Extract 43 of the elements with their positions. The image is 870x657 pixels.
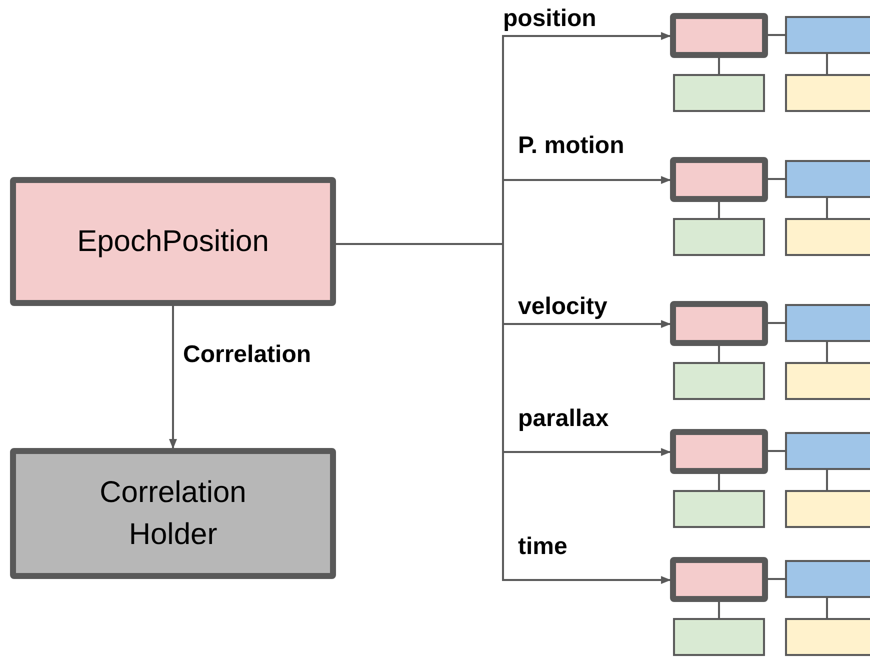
process-box: [10, 448, 336, 579]
empty-box: [670, 557, 768, 602]
connector-line: [826, 470, 828, 490]
empty-box: [670, 13, 768, 58]
connector-line: [826, 54, 828, 74]
edge-label: parallax: [518, 406, 609, 432]
process-box: [10, 177, 336, 306]
empty-box: [785, 618, 870, 656]
empty-box: [673, 74, 765, 112]
connector-line: [768, 450, 785, 452]
empty-box: [785, 560, 870, 598]
connector-line: [768, 322, 785, 324]
connector-line: [768, 178, 785, 180]
connector-line: [718, 58, 720, 74]
connector-line: [826, 198, 828, 218]
edge-label: position: [503, 6, 596, 32]
empty-box: [673, 490, 765, 528]
empty-box: [785, 304, 870, 342]
empty-box: [785, 218, 870, 256]
empty-box: [785, 490, 870, 528]
empty-box: [673, 618, 765, 656]
empty-box: [785, 160, 870, 198]
connector-line: [768, 578, 785, 580]
empty-box: [785, 74, 870, 112]
empty-box: [670, 157, 768, 202]
empty-box: [673, 218, 765, 256]
node-label: EpochPosition: [77, 224, 269, 260]
connector-line: [826, 598, 828, 618]
connector-line: [718, 346, 720, 362]
empty-box: [785, 432, 870, 470]
connector-line: [768, 34, 785, 36]
empty-box: [673, 362, 765, 400]
empty-box: [670, 301, 768, 346]
connector-line: [718, 602, 720, 618]
edge-label: velocity: [518, 294, 608, 320]
empty-box: [785, 16, 870, 54]
connector-line: [826, 342, 828, 362]
node-label: Correlation Holder: [98, 474, 248, 552]
empty-box: [670, 429, 768, 474]
connector-line: [718, 474, 720, 490]
connector-line: [718, 202, 720, 218]
empty-box: [785, 362, 870, 400]
arrow: [169, 306, 177, 449]
